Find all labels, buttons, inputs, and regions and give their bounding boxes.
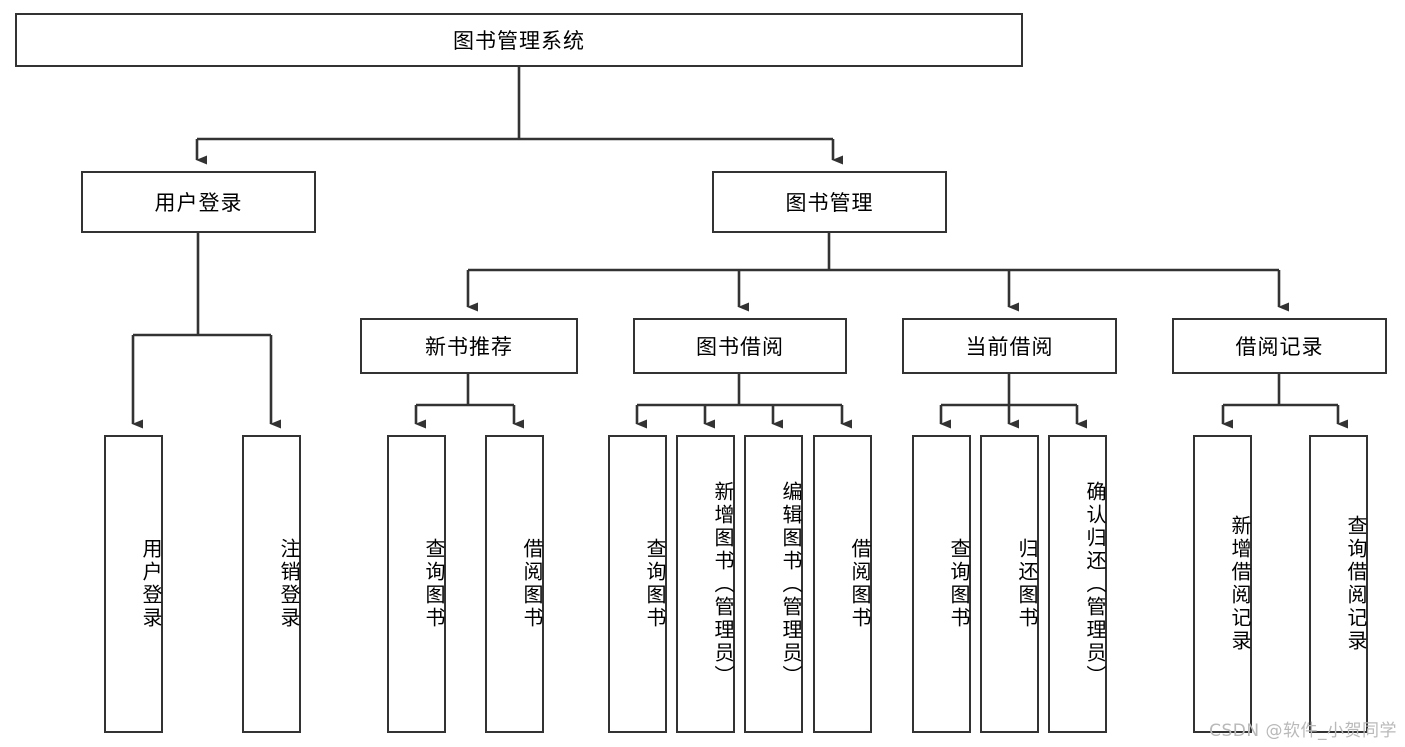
leaf-records-query-label: 查询借阅记录 <box>1344 515 1368 653</box>
leaf-user-login-login[interactable]: 用户登录 <box>104 435 163 733</box>
leaf-borrow-query-label: 查询图书 <box>643 538 667 630</box>
leaf-user-login-logout-label: 注销登录 <box>277 538 301 630</box>
leaf-user-login-logout[interactable]: 注销登录 <box>242 435 301 733</box>
leaf-records-query[interactable]: 查询借阅记录 <box>1309 435 1368 733</box>
leaf-borrow-borrow-book-label: 借阅图书 <box>848 538 872 630</box>
node-book-management[interactable]: 图书管理 <box>712 171 947 233</box>
node-book-borrow[interactable]: 图书借阅 <box>633 318 847 374</box>
leaf-records-add-label: 新增借阅记录 <box>1228 515 1252 653</box>
node-root-label: 图书管理系统 <box>453 29 585 53</box>
leaf-new-book-query-label: 查询图书 <box>422 538 446 630</box>
leaf-borrow-add-book-label: 新增图书（管理员） <box>711 480 735 688</box>
leaf-new-book-borrow-label: 借阅图书 <box>520 538 544 630</box>
node-user-login[interactable]: 用户登录 <box>81 171 316 233</box>
leaf-new-book-query[interactable]: 查询图书 <box>387 435 446 733</box>
leaf-current-confirm-return-label: 确认归还（管理员） <box>1083 480 1107 688</box>
leaf-current-query-label: 查询图书 <box>947 538 971 630</box>
node-book-management-label: 图书管理 <box>785 191 874 215</box>
leaf-user-login-login-label: 用户登录 <box>139 538 163 630</box>
node-new-book-recommend-label: 新书推荐 <box>425 335 513 359</box>
node-current-borrow-label: 当前借阅 <box>965 335 1054 359</box>
node-user-login-label: 用户登录 <box>154 191 243 215</box>
leaf-current-return[interactable]: 归还图书 <box>980 435 1039 733</box>
leaf-new-book-borrow[interactable]: 借阅图书 <box>485 435 544 733</box>
node-current-borrow[interactable]: 当前借阅 <box>902 318 1117 374</box>
node-borrow-records-label: 借阅记录 <box>1235 335 1324 359</box>
leaf-borrow-edit-book-label: 编辑图书（管理员） <box>779 480 803 688</box>
node-new-book-recommend[interactable]: 新书推荐 <box>360 318 578 374</box>
node-root[interactable]: 图书管理系统 <box>15 13 1023 67</box>
node-book-borrow-label: 图书借阅 <box>696 335 784 359</box>
leaf-records-add[interactable]: 新增借阅记录 <box>1193 435 1252 733</box>
leaf-current-query[interactable]: 查询图书 <box>912 435 971 733</box>
leaf-borrow-borrow-book[interactable]: 借阅图书 <box>813 435 872 733</box>
leaf-current-confirm-return[interactable]: 确认归还（管理员） <box>1048 435 1107 733</box>
leaf-borrow-add-book[interactable]: 新增图书（管理员） <box>676 435 735 733</box>
leaf-borrow-edit-book[interactable]: 编辑图书（管理员） <box>744 435 803 733</box>
leaf-current-return-label: 归还图书 <box>1015 538 1039 630</box>
leaf-borrow-query[interactable]: 查询图书 <box>608 435 667 733</box>
node-borrow-records[interactable]: 借阅记录 <box>1172 318 1387 374</box>
